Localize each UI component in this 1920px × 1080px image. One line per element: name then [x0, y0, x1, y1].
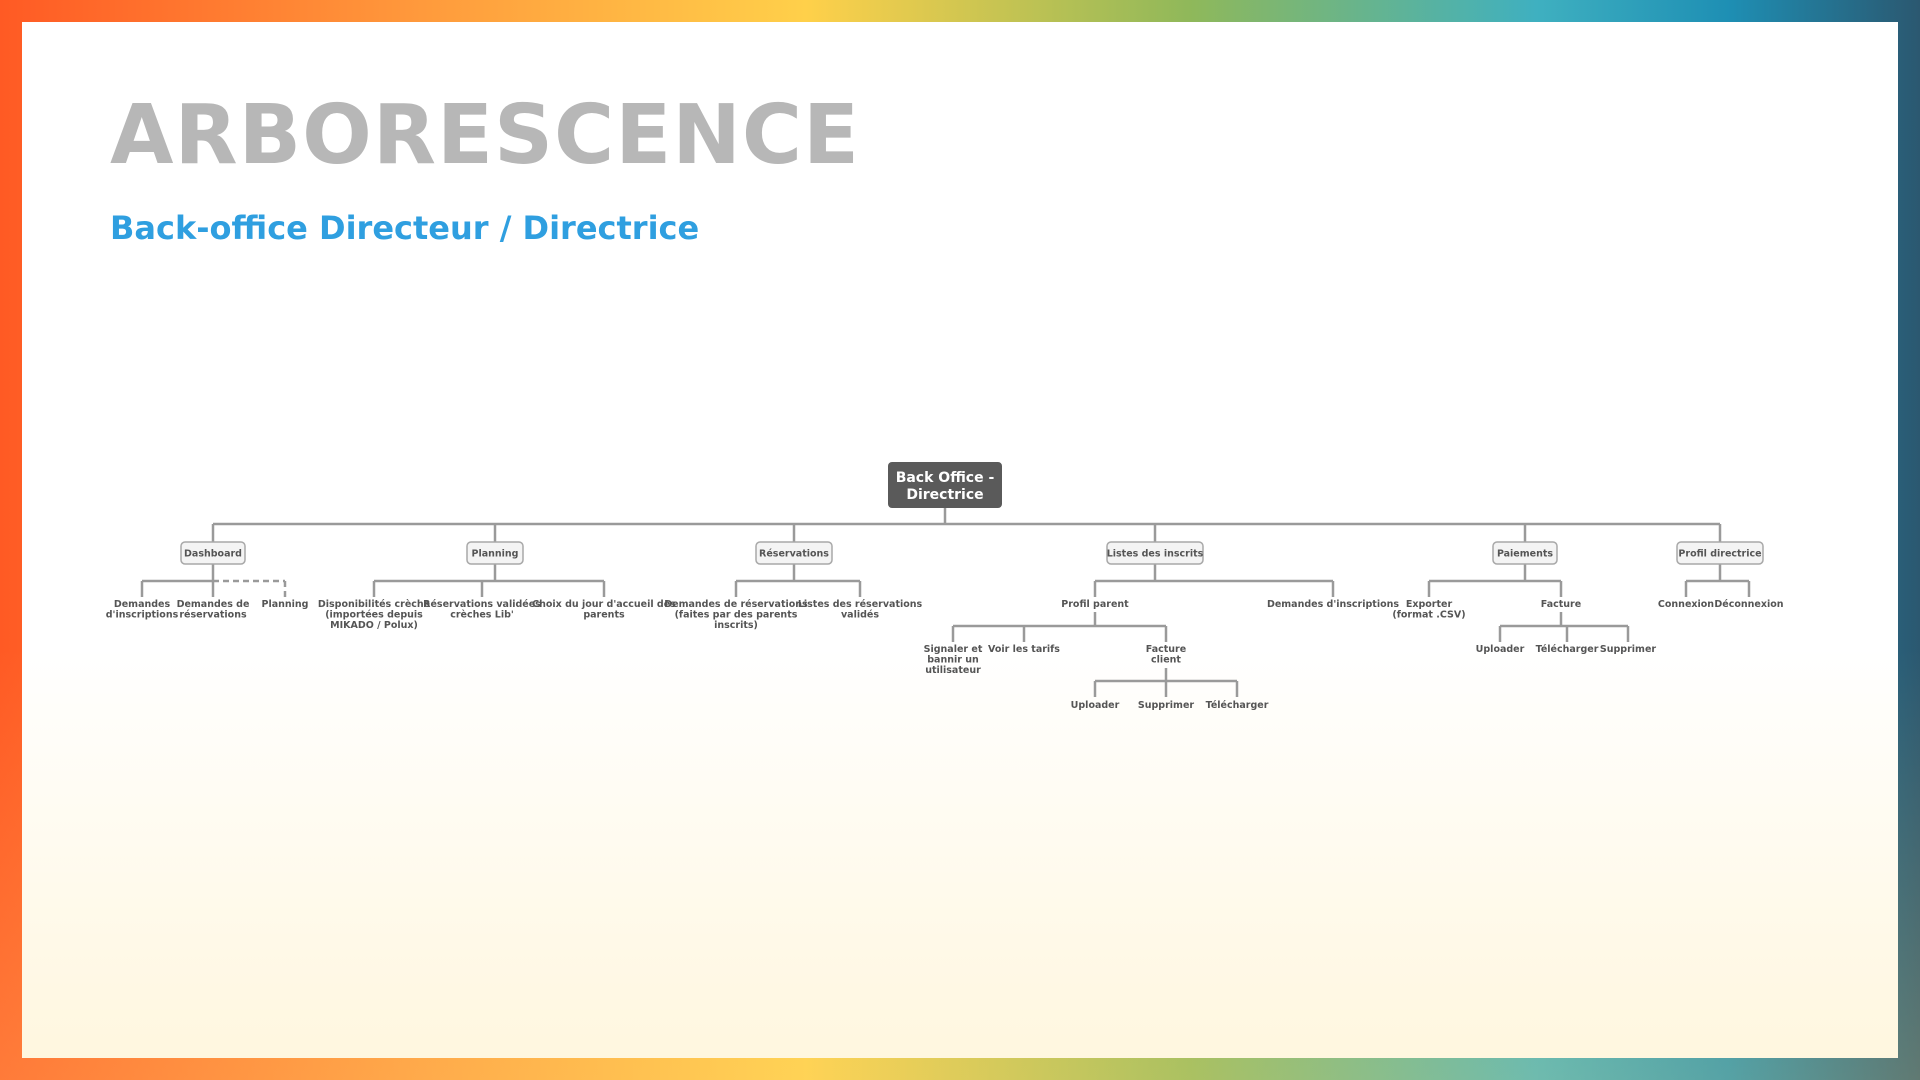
node-listes-inscrits-label: Listes des inscrits	[1107, 549, 1204, 560]
leaf-exporter-csv: Exporter(format .CSV)	[1392, 599, 1465, 621]
leaf-dashboard-planning: Planning	[262, 599, 309, 610]
leaf-client-telecharger: Télécharger	[1206, 700, 1269, 711]
node-listes-inscrits-box	[1106, 541, 1204, 565]
node-planning-box	[466, 541, 524, 565]
node-reservations-box	[755, 541, 833, 565]
node-dashboard-box	[180, 541, 246, 565]
leaf-paiements-facture: Facture	[1541, 599, 1581, 610]
node-reservations-label: Réservations	[759, 549, 829, 560]
leaf-facture-uploader: Uploader	[1476, 644, 1525, 655]
node-profil-directrice-box	[1676, 541, 1764, 565]
page-subtitle: Back-office Directeur / Directrice	[110, 209, 700, 247]
leaf-connexion: Connexion	[1658, 599, 1714, 610]
leaf-voir-tarifs: Voir les tarifs	[988, 644, 1060, 655]
root-node-box	[888, 462, 1002, 508]
leaf-client-uploader: Uploader	[1071, 700, 1120, 711]
leaf-demandes-de-reservations: Demandes de réservations(faites par des …	[664, 599, 808, 631]
page-title: ARBORESCENCE	[110, 88, 861, 183]
slide-canvas	[22, 22, 1898, 1058]
node-planning-label: Planning	[472, 549, 519, 560]
leaf-facture-telecharger: Télécharger	[1536, 644, 1599, 655]
leaf-facture-supprimer: Supprimer	[1600, 644, 1656, 655]
leaf-profil-parent: Profil parent	[1061, 599, 1129, 610]
leaf-deconnexion: Déconnexion	[1714, 599, 1783, 610]
tree-connectors	[140, 508, 1751, 697]
node-paiements-box	[1492, 541, 1558, 565]
leaf-listes-demandes-inscriptions: Demandes d'inscriptions	[1267, 599, 1399, 610]
node-paiements-label: Paiements	[1497, 549, 1553, 560]
root-node-label: Back Office -Directrice	[896, 470, 995, 503]
leaf-client-supprimer: Supprimer	[1138, 700, 1194, 711]
node-profil-directrice-label: Profil directrice	[1678, 549, 1761, 560]
node-dashboard-label: Dashboard	[184, 549, 242, 560]
